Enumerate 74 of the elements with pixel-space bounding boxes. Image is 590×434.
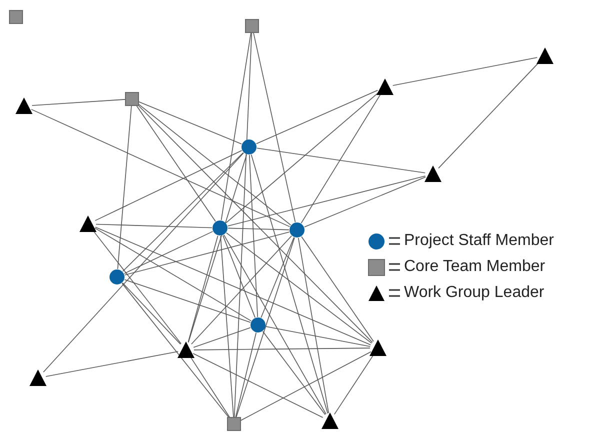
connector-line — [227, 176, 426, 226]
connector-line — [256, 148, 426, 174]
square-node — [227, 417, 241, 431]
circle-node — [250, 317, 266, 333]
square-node — [125, 92, 139, 106]
connector-line — [253, 32, 296, 223]
connector-line — [122, 282, 181, 345]
connector-line — [220, 32, 252, 220]
connector-line — [188, 154, 248, 343]
connector-line — [124, 279, 251, 323]
connector-line — [122, 282, 230, 419]
connector-line — [190, 356, 231, 419]
connector-line — [392, 57, 538, 86]
connector-line — [96, 224, 212, 228]
legend-text: Work Group Leader — [404, 284, 544, 302]
connector-line — [191, 235, 292, 345]
connector-line — [260, 237, 294, 318]
connector-line — [192, 353, 324, 418]
triangle-node — [79, 215, 97, 233]
triangle-node — [29, 369, 47, 387]
connector-line — [226, 232, 372, 344]
circle-node — [109, 269, 125, 285]
connector-line — [137, 102, 292, 226]
connector-line — [136, 104, 373, 343]
connector-line — [301, 236, 374, 342]
connector-line — [117, 106, 132, 270]
connector-line — [235, 332, 257, 418]
connector-line — [304, 176, 426, 228]
connector-line — [122, 152, 244, 272]
triangle-node — [424, 165, 442, 183]
connector-line — [262, 331, 326, 415]
connector-line — [94, 150, 242, 221]
connector-line — [298, 237, 330, 414]
connector-line — [94, 226, 372, 346]
connector-line — [194, 348, 370, 350]
connector-line — [334, 354, 374, 415]
triangle-node — [369, 339, 387, 357]
triangle-node — [321, 412, 339, 430]
connector-line — [124, 231, 214, 274]
circle-node — [241, 139, 257, 155]
triangle-node — [376, 78, 394, 96]
square-node — [9, 10, 23, 24]
connector-line — [265, 326, 371, 347]
triangle-node — [177, 341, 195, 359]
connector-line — [226, 92, 380, 224]
connector-line — [224, 234, 326, 414]
connector-line — [45, 351, 179, 377]
connector-line — [240, 351, 372, 422]
connector-line — [193, 327, 251, 348]
connector-line — [250, 154, 328, 414]
connector-line — [188, 235, 218, 343]
legend-text: Core Team Member — [404, 258, 546, 276]
connector-line — [32, 99, 126, 106]
connector-line — [300, 93, 382, 224]
triangle-node — [15, 97, 33, 115]
connector-line — [256, 90, 378, 144]
connector-line — [220, 236, 234, 418]
connector-line — [30, 108, 290, 228]
connector-line — [138, 101, 242, 144]
connector-line — [92, 230, 182, 344]
connector-line — [136, 104, 216, 222]
connector-line — [234, 32, 252, 418]
connector-line — [124, 232, 290, 276]
circle-node — [212, 220, 228, 236]
connector-line — [43, 152, 244, 372]
connector-line — [222, 235, 256, 318]
triangle-node — [536, 47, 554, 65]
legend-text: Project Staff Member — [404, 232, 554, 250]
connector-line — [94, 228, 252, 322]
square-node — [245, 19, 259, 33]
circle-node — [289, 222, 305, 238]
connector-line — [236, 237, 295, 418]
connector-line — [249, 154, 258, 318]
connector-line — [228, 228, 290, 230]
